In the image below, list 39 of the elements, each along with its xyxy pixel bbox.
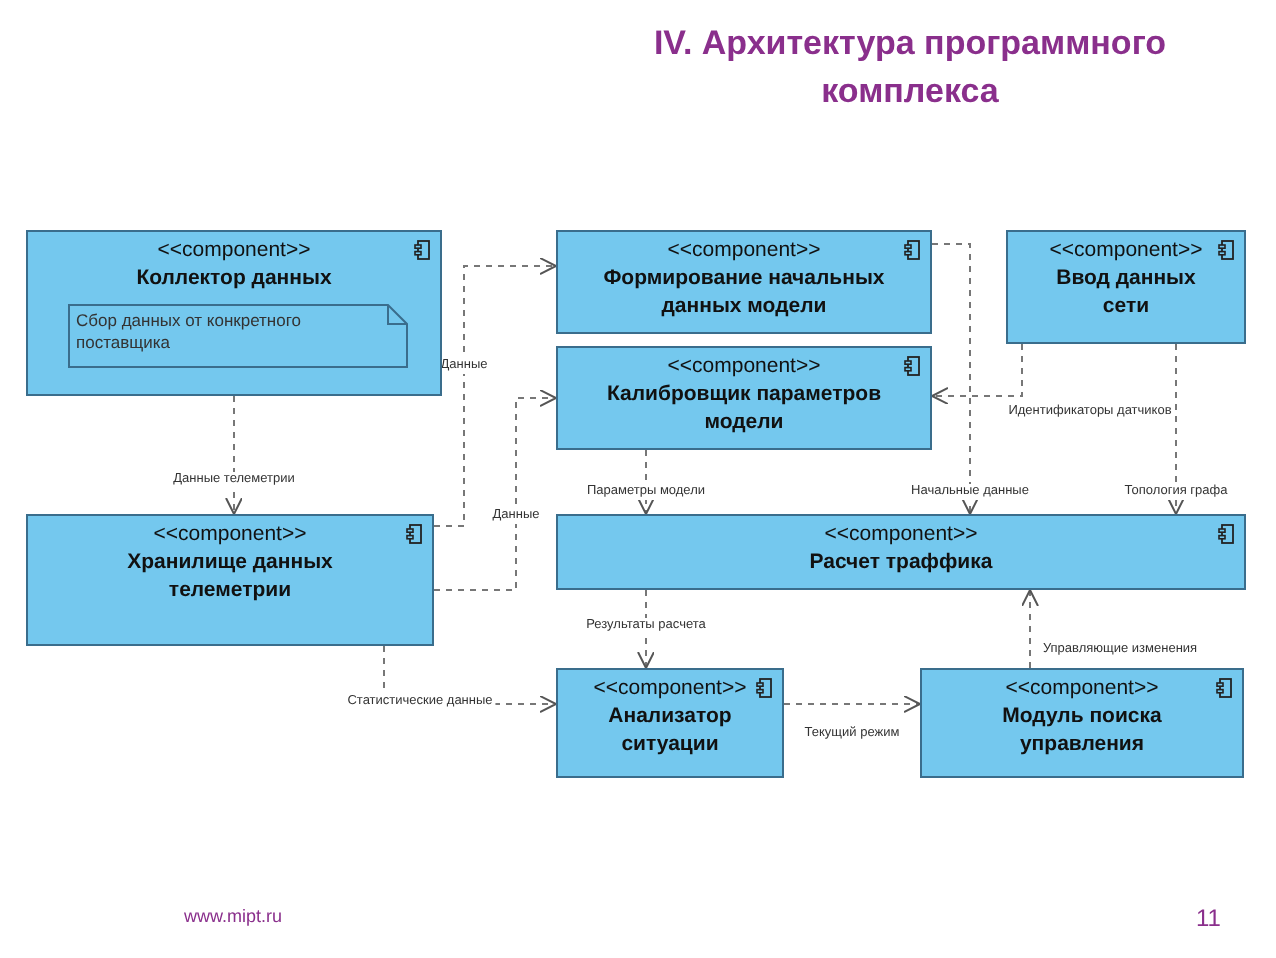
dependency-arrow <box>931 343 1023 405</box>
component-box <box>556 514 1246 590</box>
title: IV. Архитектура программного комплекса <box>651 22 1169 114</box>
stereotype-label: <<component>> <box>667 354 821 380</box>
component-name: Формирование начальных данных модели <box>601 264 887 320</box>
component-name: Ввод данных сети <box>1054 264 1198 320</box>
stereotype-label: <<component>> <box>593 676 747 702</box>
stereotype-label: <<component>> <box>824 522 978 548</box>
dependency-arrow <box>931 243 979 515</box>
component-name: Коллектор данных <box>136 264 332 292</box>
dependency-arrow <box>433 257 557 527</box>
component-box <box>556 230 932 334</box>
component-box <box>26 230 442 396</box>
component-name: Калибровщик параметров модели <box>604 380 884 436</box>
dependency-arrow <box>783 695 921 713</box>
dependency-arrow <box>637 589 655 669</box>
stereotype-label: <<component>> <box>157 238 311 264</box>
component-name: Расчет траффика <box>809 548 993 576</box>
dependency-arrow <box>433 389 557 591</box>
footer-url: www.mipt.ru <box>184 906 283 926</box>
component-name: Модуль поиска управления <box>1000 702 1164 758</box>
dependency-arrow <box>225 395 243 515</box>
component-name: Хранилище данных телеметрии <box>125 548 335 604</box>
stereotype-label: <<component>> <box>667 238 821 264</box>
page-number: 11 <box>1196 904 1221 932</box>
component-box <box>556 668 784 778</box>
note <box>68 304 408 368</box>
component-box <box>920 668 1244 778</box>
component-box <box>26 514 434 646</box>
stereotype-label: <<component>> <box>1049 238 1203 264</box>
component-box <box>556 346 932 450</box>
dependency-arrow <box>1167 343 1185 515</box>
dependency-arrow <box>637 449 655 515</box>
component-box <box>1006 230 1246 344</box>
stereotype-label: <<component>> <box>1005 676 1159 702</box>
stereotype-label: <<component>> <box>153 522 307 548</box>
dependency-arrow <box>1021 589 1039 669</box>
component-name: Анализатор ситуации <box>606 702 734 758</box>
note-text: Сбор данных от конкретного поставщика <box>76 310 303 354</box>
